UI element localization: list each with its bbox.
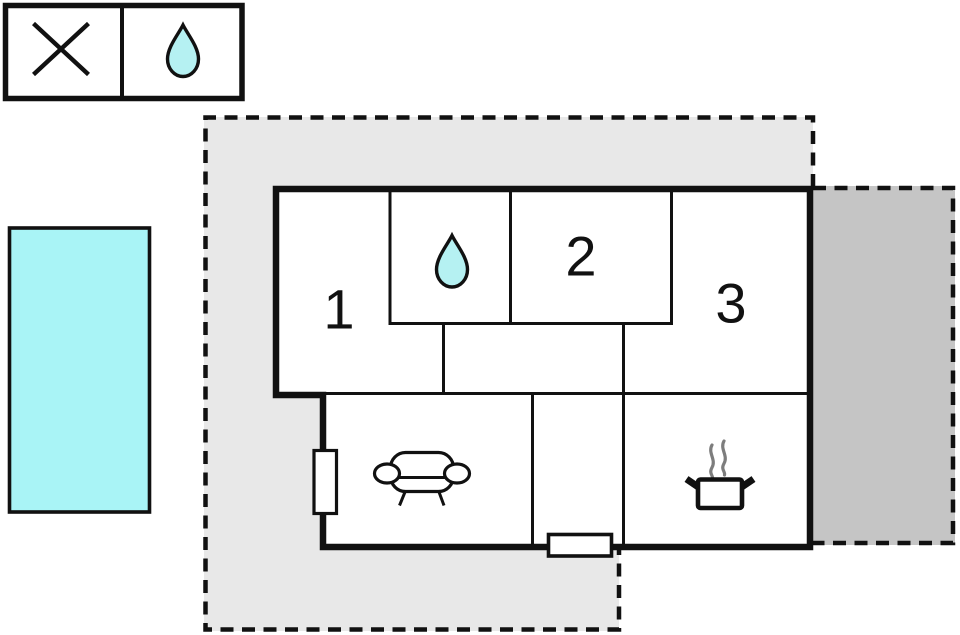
- steam-line-right: [721, 439, 727, 477]
- plot-dashed-border: [203, 115, 816, 632]
- terrace-area-dark: [813, 185, 956, 546]
- interior-walls: [323, 190, 809, 546]
- steam-line-left: [709, 443, 715, 481]
- x-mark-icon: [32, 21, 90, 77]
- sofa-icon: [372, 450, 472, 507]
- terrace-dashed-border: [813, 185, 956, 546]
- legend-water-drop-shape: [165, 21, 201, 79]
- sofa-legs: [398, 491, 446, 507]
- room-2-label: 2: [565, 225, 596, 288]
- legend-box: [2, 2, 245, 102]
- terrace-fill: [813, 186, 955, 545]
- water-drop-shape: [434, 231, 470, 289]
- pot-body: [695, 477, 745, 511]
- legend-water-drop-icon: [165, 21, 201, 79]
- door: [546, 532, 614, 558]
- plot-fill-lower: [204, 550, 619, 631]
- cooking-pot-icon: [684, 439, 756, 511]
- pool-water-area: [7, 226, 152, 514]
- room-3-label: 3: [715, 272, 746, 335]
- window: [312, 448, 339, 516]
- sofa-armrest-left: [372, 462, 402, 485]
- room-1-label: 1: [323, 278, 354, 341]
- water-drop-icon: [434, 231, 470, 289]
- sofa-armrest-right: [442, 462, 472, 485]
